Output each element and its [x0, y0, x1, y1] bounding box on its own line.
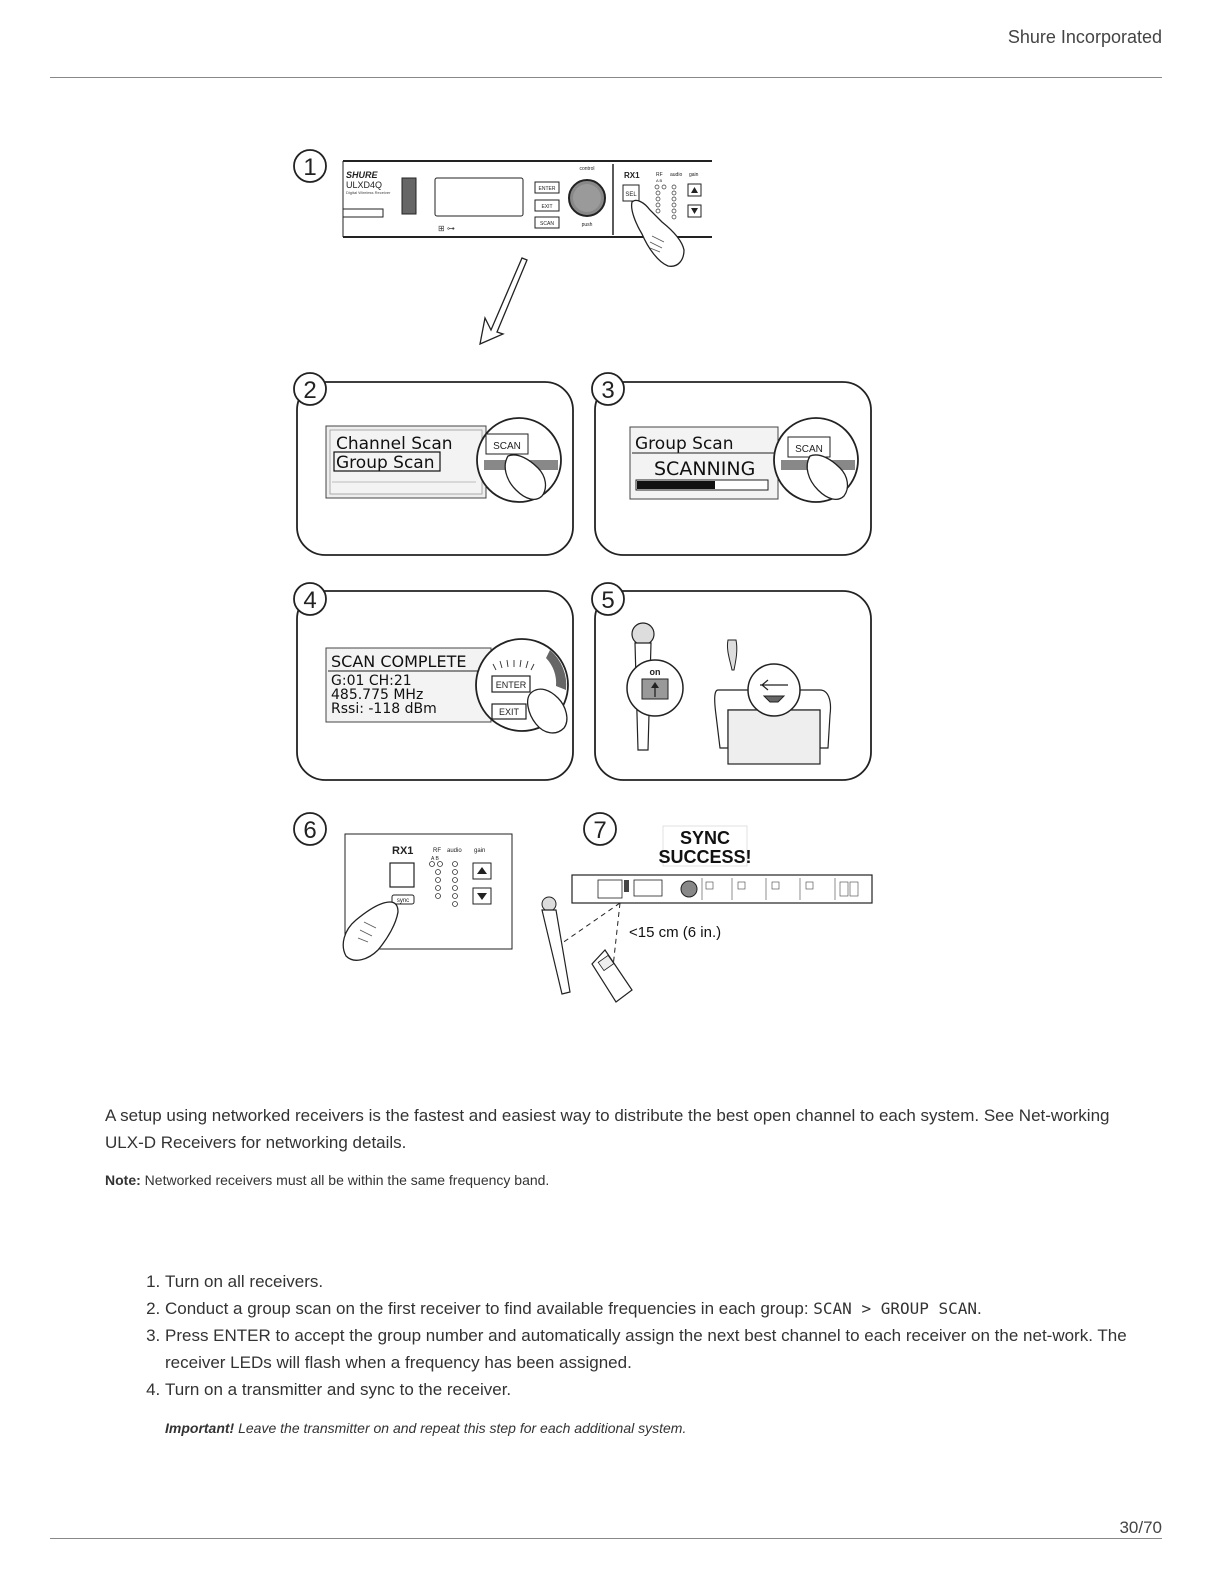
svg-text:SCAN: SCAN — [493, 441, 521, 452]
page-footer: 30/70 — [50, 1518, 1162, 1539]
step-7-sync-success: 7 SYNC SUCCESS! <15 cm (6 in.) — [541, 812, 873, 1003]
svg-text:SCAN: SCAN — [795, 444, 823, 455]
svg-text:3: 3 — [601, 377, 614, 404]
svg-text:EXIT: EXIT — [499, 707, 520, 717]
svg-text:4: 4 — [303, 587, 316, 614]
svg-text:7: 7 — [593, 817, 606, 844]
svg-text:audio: audio — [670, 172, 682, 178]
svg-text:RF: RF — [656, 172, 663, 178]
company-name: Shure Incorporated — [1007, 27, 1162, 47]
step-1-receiver-panel: 1 SHURE ULXD4Q Digital Wireless Receiver… — [293, 149, 712, 267]
svg-text:RF: RF — [433, 848, 441, 854]
svg-text:Group Scan: Group Scan — [336, 453, 435, 473]
note-text: Networked receivers must all be within t… — [140, 1172, 550, 1188]
step-6-sync-button: 6 RX1 RF audio gain A B sync — [293, 812, 513, 961]
note-label: Note: — [105, 1172, 141, 1188]
svg-text:audio: audio — [447, 848, 462, 854]
intro-paragraph: A setup using networked receivers is the… — [105, 1106, 1110, 1152]
svg-text:RX1: RX1 — [392, 845, 413, 857]
svg-text:RX1: RX1 — [624, 171, 640, 180]
svg-text:SCAN COMPLETE: SCAN COMPLETE — [331, 652, 466, 671]
svg-text:gain: gain — [689, 172, 699, 178]
svg-text:on: on — [650, 667, 661, 677]
important-note: Important! Leave the transmitter on and … — [165, 1420, 686, 1436]
list-item: Turn on a transmitter and sync to the re… — [165, 1376, 1175, 1403]
svg-text:SCANNING: SCANNING — [654, 458, 755, 480]
svg-text:SYNC: SYNC — [680, 828, 730, 848]
svg-text:ENTER: ENTER — [539, 186, 556, 192]
svg-text:Digital Wireless Receiver: Digital Wireless Receiver — [346, 190, 391, 195]
note: Note: Networked receivers must all be wi… — [105, 1172, 549, 1188]
list-item: Press ENTER to accept the group number a… — [165, 1322, 1175, 1376]
svg-text:⊞ ⊶: ⊞ ⊶ — [438, 224, 455, 233]
svg-text:control: control — [579, 166, 594, 172]
svg-text:SEL: SEL — [625, 192, 637, 198]
svg-text:Group Scan: Group Scan — [635, 434, 734, 454]
menu-path: SCAN > GROUP SCAN — [813, 1299, 978, 1318]
svg-text:A B: A B — [656, 178, 663, 183]
svg-text:6: 6 — [303, 817, 316, 844]
svg-text:<15 cm (6 in.): <15 cm (6 in.) — [629, 924, 721, 941]
svg-text:G:01 CH:21: G:01 CH:21 — [331, 673, 412, 689]
svg-text:485.775 MHz: 485.775 MHz — [331, 687, 423, 703]
step-2-channel-scan: 2 Channel Scan Group Scan SCAN — [293, 372, 574, 556]
svg-text:2: 2 — [303, 377, 316, 404]
svg-text:EXIT: EXIT — [541, 204, 552, 210]
scan-progress-fill — [637, 481, 715, 489]
list-item: Conduct a group scan on the first receiv… — [165, 1295, 1175, 1322]
steps-list: Turn on all receivers. Conduct a group s… — [105, 1268, 1175, 1403]
svg-text:A B: A B — [431, 856, 439, 862]
svg-text:Channel Scan: Channel Scan — [336, 434, 453, 454]
step-3-group-scan: 3 Group Scan SCANNING SCAN — [591, 372, 872, 556]
svg-text:5: 5 — [601, 587, 614, 614]
page-header: Shure Incorporated — [50, 0, 1162, 78]
list-item: Turn on all receivers. — [165, 1268, 1175, 1295]
step-number-1: 1 — [303, 154, 316, 181]
step-4-scan-complete: 4 SCAN COMPLETE G:01 CH:21 485.775 MHz R… — [293, 582, 574, 781]
arrow-icon — [479, 257, 528, 346]
svg-text:sync: sync — [397, 898, 409, 904]
page-number: 30/70 — [1119, 1518, 1162, 1537]
svg-text:ULXD4Q: ULXD4Q — [346, 180, 382, 190]
svg-text:ENTER: ENTER — [496, 680, 527, 690]
svg-text:Rssi: -118 dBm: Rssi: -118 dBm — [331, 701, 437, 717]
svg-text:SUCCESS!: SUCCESS! — [658, 847, 751, 867]
svg-text:SHURE: SHURE — [346, 170, 379, 180]
svg-text:push: push — [582, 222, 593, 228]
svg-text:gain: gain — [474, 848, 485, 854]
setup-illustration: 1 SHURE ULXD4Q Digital Wireless Receiver… — [293, 149, 873, 1003]
svg-text:SCAN: SCAN — [540, 221, 554, 227]
important-label: Important! — [165, 1420, 235, 1436]
step-5-transmitter-on: 5 on — [591, 582, 872, 781]
important-text: Leave the transmitter on and repeat this… — [234, 1420, 687, 1436]
